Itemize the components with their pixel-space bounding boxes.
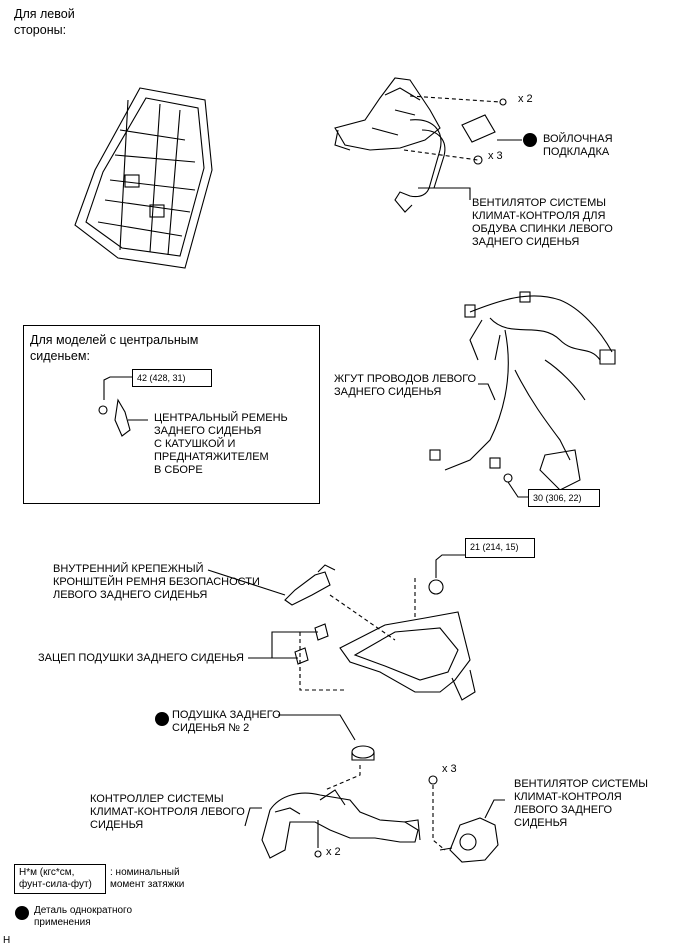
cushion-frame [339,611,476,701]
harness-torque: 30 (306, 22) [528,489,600,507]
wire-harness-label: ЖГУТ ПРОВОДОВ ЛЕВОГО ЗАДНЕГО СИДЕНЬЯ [334,373,477,398]
bracket-torque: 21 (214, 15) [465,538,535,558]
qty-x2-bottom: x 2 [326,846,341,858]
felt-pad-label: ВОЙЛОЧНАЯ ПОДКЛАДКА [543,133,613,158]
side-label: Для левой стороны: [14,7,75,37]
legend-single-use-text: Деталь однократного применения [34,905,133,928]
center-seat-inset: Для моделей с центральным сиденьем: 42 (… [23,325,320,504]
qty-x2-top: x 2 [518,93,533,105]
seat-blower [439,817,499,863]
single-use-marker-felt [523,133,537,147]
qty-x3-bottom: x 3 [442,763,457,775]
controller-duct [261,789,421,859]
felt-pad-shape [461,114,496,143]
cushion-no2-label: ПОДУШКА ЗАДНЕГО СИДЕНЬЯ № 2 [172,709,281,734]
footer-code: H [3,935,11,946]
inset-title: Для моделей с центральным сиденьем: [30,333,199,363]
seatback-blower [334,77,446,213]
seatback-frame [74,87,213,269]
legend-unit-desc: : номинальный момент затяжки [110,867,185,890]
qty-x3-top: x 3 [488,150,503,162]
seatback-blower-label: ВЕНТИЛЯТОР СИСТЕМЫ КЛИМАТ-КОНТРОЛЯ ДЛЯ О… [472,197,613,248]
inset-torque: 42 (428, 31) [132,369,212,387]
legend-unit-text: Н*м (кгс*см, фунт-сила-фут) [19,867,92,890]
blower-seat-label: ВЕНТИЛЯТОР СИСТЕМЫ КЛИМАТ-КОНТРОЛЯ ЛЕВОГ… [514,778,648,829]
center-belt-label: ЦЕНТРАЛЬНЫЙ РЕМЕНЬ ЗАДНЕГО СИДЕНЬЯ С КАТ… [154,412,288,476]
inner-bracket [284,564,336,606]
single-use-marker-cushion [155,712,169,726]
cushion-hook-label: ЗАЦЕП ПОДУШКИ ЗАДНЕГО СИДЕНЬЯ [38,652,244,664]
inner-bracket-label: ВНУТРЕННИЙ КРЕПЕЖНЫЙ КРОНШТЕЙН РЕМНЯ БЕЗ… [53,563,260,601]
legend-unit-box: Н*м (кгс*см, фунт-сила-фут) [14,864,106,894]
legend-single-use-dot [15,906,29,920]
controller-label: КОНТРОЛЛЕР СИСТЕМЫ КЛИМАТ-КОНТРОЛЯ ЛЕВОГ… [90,793,245,831]
